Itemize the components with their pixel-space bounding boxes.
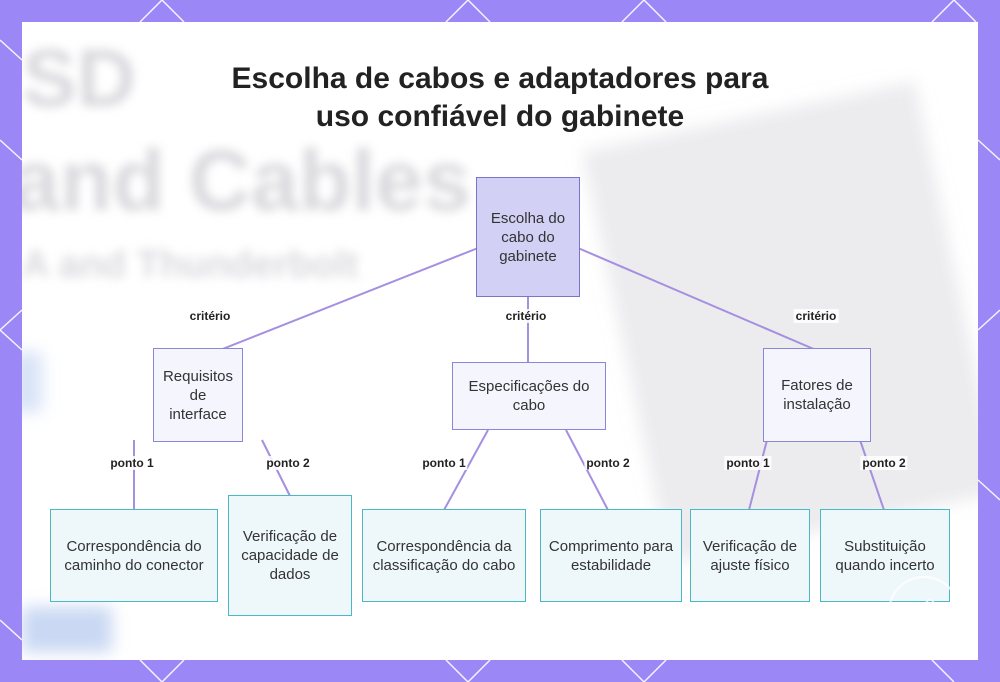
edge-label-ponto2-interface: ponto 2 (264, 456, 312, 470)
edge-label-ponto2-specs: ponto 2 (584, 456, 632, 470)
node-installation: Fatores de instalação (763, 348, 871, 442)
edge-label-criterio-left: critério (187, 309, 233, 323)
edge-specs-length (565, 429, 609, 511)
edge-label-criterio-right: critério (793, 309, 839, 323)
edge-label-ponto2-install: ponto 2 (860, 456, 908, 470)
node-cable-rating: Correspondência da classificação do cabo (362, 509, 526, 602)
background-text-3: A and Thunderbolt (22, 244, 359, 286)
node-replace: Substituição quando incerto (820, 509, 950, 602)
edge-label-ponto1-specs: ponto 1 (420, 456, 468, 470)
title-line-2: uso confiável do gabinete (315, 100, 685, 133)
node-length: Comprimento para estabilidade (540, 509, 682, 602)
edge-label-ponto1-install: ponto 1 (724, 456, 772, 470)
background-blue-blob (22, 352, 42, 412)
edge-label-ponto1-interface: ponto 1 (108, 456, 156, 470)
node-connector-path: Correspondência do caminho do conector (50, 509, 218, 602)
edge-root-installation (577, 247, 817, 351)
node-cable-specs: Especificações do cabo (452, 362, 606, 430)
diagram-title: Escolha de cabos e adaptadores para uso … (22, 60, 978, 136)
edge-install-fit (748, 439, 768, 511)
title-line-1: Escolha de cabos e adaptadores para (231, 62, 769, 95)
edge-install-replace (859, 439, 885, 511)
edge-root-interface (219, 247, 479, 351)
edge-label-criterio-center: critério (503, 309, 549, 323)
node-root: Escolha do cabo do gabinete (476, 177, 580, 297)
background-text-2: and Cables (22, 133, 471, 229)
node-fit: Verificação de ajuste físico (690, 509, 810, 602)
connector-lines (133, 247, 885, 511)
logo-watermark-icon (888, 576, 960, 648)
edge-specs-rating (443, 429, 489, 511)
node-interface: Requisitos de interface (153, 348, 243, 442)
node-data-capacity: Verificação de capacidade de dados (228, 495, 352, 616)
background-blue-button (22, 607, 112, 652)
background-text-1: SD (22, 33, 136, 124)
diagram-panel: SD and Cables A and Thunderbolt Escolha … (22, 22, 978, 660)
